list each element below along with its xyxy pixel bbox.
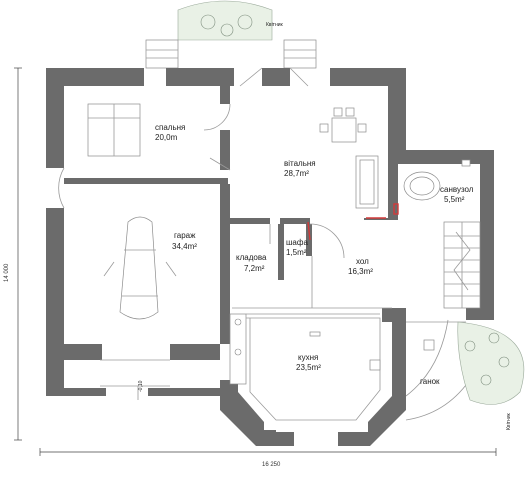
room-closet-area: 1,5m² bbox=[286, 248, 307, 257]
room-porch-name: ганок bbox=[420, 377, 440, 386]
staircase bbox=[443, 221, 481, 309]
door-swings bbox=[58, 67, 386, 259]
hall-lines bbox=[232, 256, 466, 323]
flowerbed-top-label: Квітник bbox=[266, 22, 284, 28]
dimension-lines: 14 000 16 250 bbox=[4, 67, 497, 468]
room-bedroom-area: 20,0m bbox=[155, 133, 178, 142]
room-bath-name: санвузол bbox=[440, 185, 474, 194]
room-living-area: 28,7m² bbox=[284, 169, 309, 178]
level-mark: -0,10 bbox=[138, 380, 144, 392]
room-labels: спальня 20,0m вітальня 28,7m² санвузол 5… bbox=[155, 123, 474, 386]
room-living-name: вітальня bbox=[284, 159, 316, 168]
room-hall-area: 16,3m² bbox=[348, 267, 373, 276]
room-kitchen-area: 23,5m² bbox=[296, 363, 321, 372]
dimension-height: 14 000 bbox=[4, 263, 10, 282]
porch: Квітник bbox=[405, 319, 525, 430]
room-garage-name: гараж bbox=[174, 231, 196, 240]
room-bath-area: 5,5m² bbox=[444, 195, 465, 204]
room-closet-name: шафа bbox=[286, 238, 308, 247]
kitchen-units bbox=[229, 313, 381, 421]
room-garage-area: 34,4m² bbox=[172, 242, 197, 251]
bathroom-fixtures bbox=[393, 159, 471, 215]
flowerbed-right-label: Квітник bbox=[506, 412, 512, 430]
room-bedroom-name: спальня bbox=[155, 123, 185, 132]
flowerbed-top: Квітник bbox=[145, 0, 317, 69]
dimension-width: 16 250 bbox=[262, 462, 281, 468]
room-storage-area: 7,2m² bbox=[244, 264, 265, 273]
garage-car: -0,10 bbox=[100, 216, 177, 400]
bed bbox=[87, 103, 141, 157]
room-storage-name: кладова bbox=[236, 253, 267, 262]
room-kitchen-name: кухня bbox=[298, 353, 318, 362]
living-furniture bbox=[319, 107, 379, 209]
room-hall-name: хол bbox=[356, 257, 369, 266]
walls bbox=[46, 68, 494, 446]
